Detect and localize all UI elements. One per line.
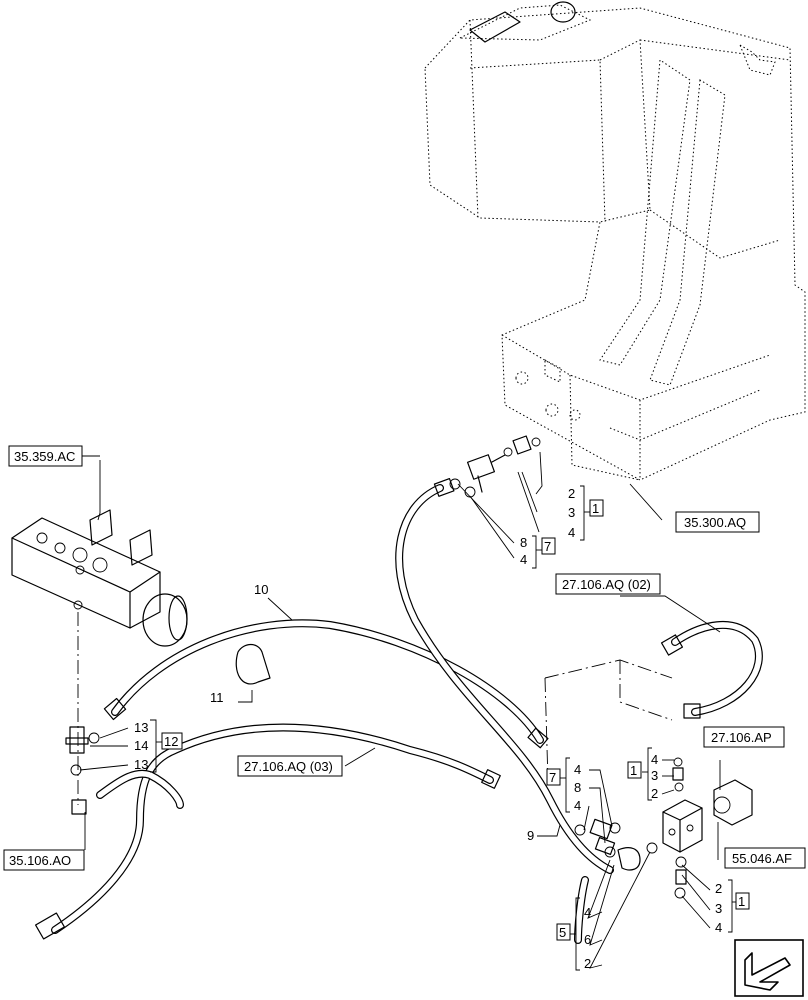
svg-text:27.106.AQ (02): 27.106.AQ (02) [562, 577, 651, 592]
hose-10 [103, 619, 549, 749]
hydraulic-tank [424, 4, 806, 481]
leader-lines [79, 451, 721, 969]
ref-35-359-ac[interactable]: 35.359.AC [8, 445, 100, 467]
svg-text:35.106.AO: 35.106.AO [9, 853, 71, 868]
callout-2: 2 [651, 786, 658, 801]
svg-text:5: 5 [559, 925, 566, 940]
callout-2: 2 [715, 881, 722, 896]
callout-6: 6 [584, 932, 591, 947]
callout-4: 4 [568, 525, 575, 540]
svg-text:1: 1 [630, 763, 637, 778]
svg-text:1: 1 [738, 894, 745, 909]
svg-text:35.359.AC: 35.359.AC [14, 449, 75, 464]
callout-14: 14 [134, 738, 148, 753]
callout-4: 4 [520, 552, 527, 567]
callout-13: 13 [134, 757, 148, 772]
ref-35-300-aq[interactable]: 35.300.AQ [675, 511, 760, 533]
next-page-arrow-icon[interactable] [734, 939, 804, 997]
valve-manifold [11, 509, 188, 647]
callout-4: 4 [584, 905, 591, 920]
group-7-top: 7 [532, 535, 556, 569]
tee-fitting-mid [574, 818, 658, 871]
svg-text:7: 7 [549, 770, 556, 785]
tank-filler-cap [469, 1, 576, 43]
hose-27-106-aq-02 [660, 621, 763, 719]
ref-27-106-aq-03[interactable]: 27.106.AQ (03) [237, 755, 343, 777]
svg-text:7: 7 [544, 539, 551, 554]
ref-27-106-aq-02[interactable]: 27.106.AQ (02) [555, 573, 661, 595]
callout-3: 3 [568, 505, 575, 520]
group-7-mid: 7 [546, 757, 570, 813]
tank-outlet-fitting [449, 435, 541, 498]
callout-4: 4 [651, 752, 658, 767]
svg-text:27.106.AP: 27.106.AP [711, 730, 772, 745]
svg-text:1: 1 [592, 501, 599, 516]
ref-55-046-af[interactable]: 55.046.AF [724, 847, 806, 869]
callout-4: 4 [715, 920, 722, 935]
callout-3: 3 [715, 901, 722, 916]
callout-10: 10 [254, 582, 268, 597]
ref-27-106-ap[interactable]: 27.106.AP [703, 726, 785, 748]
callout-3: 3 [651, 768, 658, 783]
callout-4: 4 [574, 798, 581, 813]
manifold-fitting [65, 726, 100, 815]
callout-9: 9 [527, 828, 534, 843]
callout-2: 2 [584, 956, 591, 971]
svg-text:35.300.AQ: 35.300.AQ [684, 515, 746, 530]
group-12: 12 [150, 719, 183, 773]
callout-2: 2 [568, 486, 575, 501]
callout-13: 13 [134, 720, 148, 735]
svg-text:27.106.AQ (03): 27.106.AQ (03) [244, 759, 333, 774]
group-5: 5 [556, 897, 580, 971]
hose-9-lower [574, 876, 589, 944]
callout-4: 4 [574, 762, 581, 777]
callout-8: 8 [520, 535, 527, 550]
ref-35-106-ao[interactable]: 35.106.AO [3, 849, 85, 871]
hose-9 [395, 478, 614, 874]
callout-8: 8 [574, 780, 581, 795]
svg-text:55.046.AF: 55.046.AF [732, 851, 792, 866]
group-1-bot: 1 [728, 879, 750, 933]
group-1-mid: 1 [627, 747, 652, 801]
group-1-top: 1 [580, 485, 604, 541]
svg-text:12: 12 [164, 734, 178, 749]
callout-labels: 2 3 4 8 4 10 11 13 14 13 4 8 4 4 3 2 9 4… [134, 486, 722, 971]
hose-bracket-11 [235, 643, 271, 685]
valve-block [544, 659, 753, 899]
callout-11: 11 [210, 690, 224, 705]
